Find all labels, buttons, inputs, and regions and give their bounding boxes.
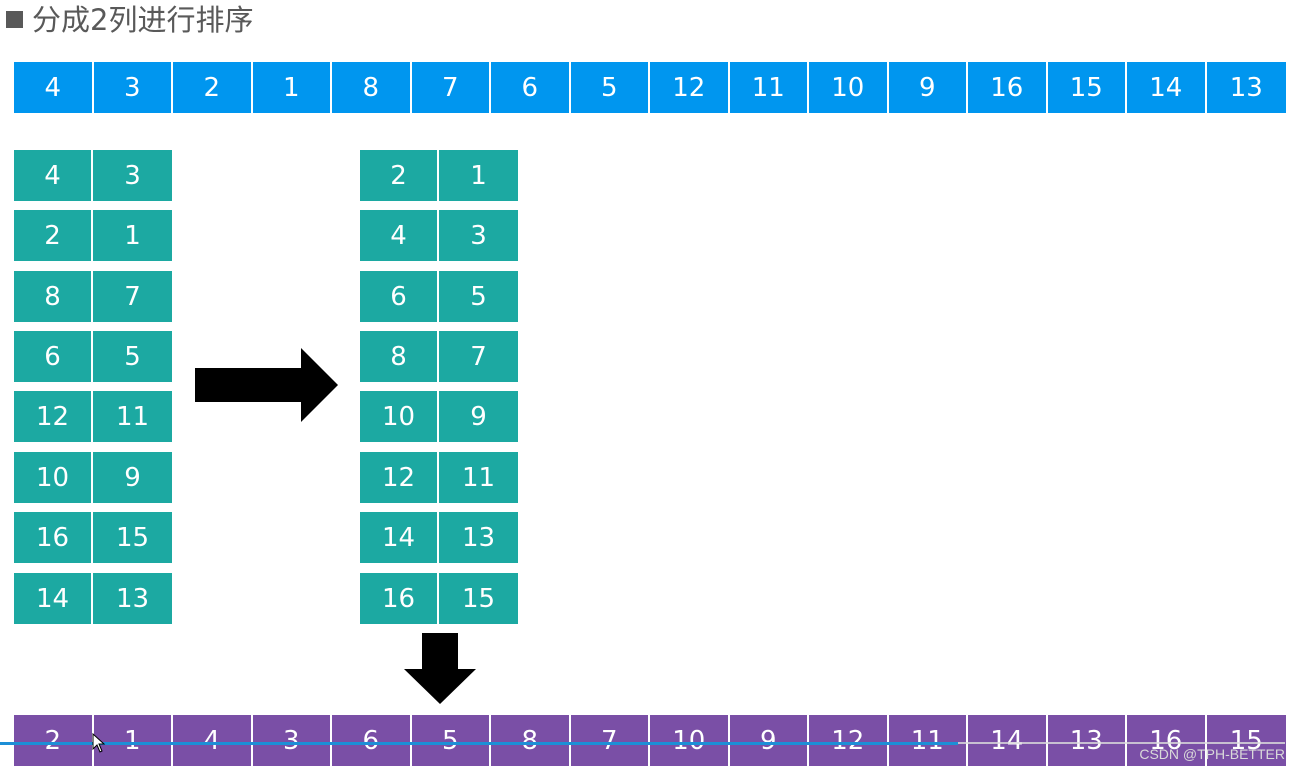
left-pair: 10 9 bbox=[14, 452, 172, 503]
right-pair: 4 3 bbox=[360, 210, 518, 261]
top-cell: 14 bbox=[1127, 62, 1207, 113]
top-cell: 4 bbox=[14, 62, 94, 113]
left-pair: 8 7 bbox=[14, 271, 172, 322]
right-pair: 6 5 bbox=[360, 271, 518, 322]
pair-cell: 12 bbox=[360, 452, 439, 503]
pair-cell: 8 bbox=[14, 271, 93, 322]
bottom-cell: 15 bbox=[1206, 715, 1286, 766]
pair-cell: 2 bbox=[360, 150, 439, 201]
left-pair: 16 15 bbox=[14, 512, 172, 563]
top-cell: 12 bbox=[650, 62, 730, 113]
left-pair: 4 3 bbox=[14, 150, 172, 201]
pair-cell: 9 bbox=[93, 452, 172, 503]
bottom-cell: 8 bbox=[491, 715, 571, 766]
bottom-cell: 5 bbox=[411, 715, 491, 766]
pair-cell: 5 bbox=[93, 331, 172, 382]
right-pair: 16 15 bbox=[360, 573, 518, 624]
bottom-cell: 11 bbox=[888, 715, 968, 766]
bottom-cell: 6 bbox=[332, 715, 412, 766]
right-pair: 2 1 bbox=[360, 150, 518, 201]
pair-cell: 5 bbox=[439, 271, 518, 322]
pair-cell: 16 bbox=[14, 512, 93, 563]
top-cell: 5 bbox=[570, 62, 650, 113]
pair-cell: 1 bbox=[439, 150, 518, 201]
top-cell: 13 bbox=[1206, 62, 1286, 113]
top-cell: 1 bbox=[252, 62, 332, 113]
bottom-cell: 13 bbox=[1047, 715, 1127, 766]
pair-cell: 15 bbox=[93, 512, 172, 563]
original-sequence-row: 4 3 2 1 8 7 6 5 12 11 10 9 16 15 14 13 bbox=[14, 62, 1286, 113]
top-cell: 2 bbox=[173, 62, 253, 113]
top-cell: 3 bbox=[93, 62, 173, 113]
bottom-cell: 9 bbox=[729, 715, 809, 766]
pair-cell: 16 bbox=[360, 573, 439, 624]
square-bullet-icon bbox=[6, 10, 23, 28]
top-cell: 11 bbox=[729, 62, 809, 113]
video-progress-track[interactable] bbox=[958, 742, 1285, 744]
merged-sequence-row: 2 1 4 3 6 5 8 7 10 9 12 11 14 13 16 15 bbox=[14, 715, 1286, 766]
right-pair: 10 9 bbox=[360, 391, 518, 442]
bottom-cell: 14 bbox=[968, 715, 1048, 766]
pair-cell: 3 bbox=[439, 210, 518, 261]
pair-cell: 13 bbox=[93, 573, 172, 624]
slide-title: 分成2列进行排序 bbox=[6, 0, 254, 37]
video-progress-bar[interactable] bbox=[0, 742, 958, 745]
pair-cell: 14 bbox=[14, 573, 93, 624]
right-pair: 8 7 bbox=[360, 331, 518, 382]
top-cell: 7 bbox=[411, 62, 491, 113]
pair-cell: 3 bbox=[93, 150, 172, 201]
pair-cell: 1 bbox=[93, 210, 172, 261]
top-cell: 10 bbox=[809, 62, 889, 113]
top-cell: 8 bbox=[332, 62, 412, 113]
pair-cell: 11 bbox=[93, 391, 172, 442]
pair-cell: 4 bbox=[14, 150, 93, 201]
pair-cell: 10 bbox=[360, 391, 439, 442]
bottom-cell: 1 bbox=[93, 715, 173, 766]
pair-cell: 7 bbox=[439, 331, 518, 382]
mouse-cursor-icon bbox=[92, 733, 106, 753]
right-pair: 12 11 bbox=[360, 452, 518, 503]
top-cell: 9 bbox=[888, 62, 968, 113]
top-cell: 6 bbox=[491, 62, 571, 113]
top-cell: 15 bbox=[1047, 62, 1127, 113]
bottom-cell: 4 bbox=[173, 715, 253, 766]
pair-cell: 8 bbox=[360, 331, 439, 382]
pair-cell: 7 bbox=[93, 271, 172, 322]
watermark-text: CSDN @TPH-BETTER bbox=[1139, 746, 1285, 762]
pair-cell: 4 bbox=[360, 210, 439, 261]
pair-cell: 6 bbox=[14, 331, 93, 382]
slide-title-text: 分成2列进行排序 bbox=[32, 3, 254, 37]
right-pair: 14 13 bbox=[360, 512, 518, 563]
left-pair: 14 13 bbox=[14, 573, 172, 624]
bottom-cell: 16 bbox=[1127, 715, 1207, 766]
pair-cell: 14 bbox=[360, 512, 439, 563]
left-pair: 12 11 bbox=[14, 391, 172, 442]
bottom-cell: 2 bbox=[14, 715, 94, 766]
pair-cell: 9 bbox=[439, 391, 518, 442]
bottom-cell: 3 bbox=[252, 715, 332, 766]
pair-cell: 15 bbox=[439, 573, 518, 624]
pair-cell: 13 bbox=[439, 512, 518, 563]
pair-cell: 11 bbox=[439, 452, 518, 503]
top-cell: 16 bbox=[968, 62, 1048, 113]
arrow-right-icon bbox=[195, 348, 338, 422]
left-pair: 6 5 bbox=[14, 331, 172, 382]
pair-cell: 6 bbox=[360, 271, 439, 322]
pair-cell: 12 bbox=[14, 391, 93, 442]
pair-cell: 2 bbox=[14, 210, 93, 261]
bottom-cell: 7 bbox=[570, 715, 650, 766]
bottom-cell: 12 bbox=[809, 715, 889, 766]
arrow-down-icon bbox=[404, 633, 476, 704]
left-pair: 2 1 bbox=[14, 210, 172, 261]
bottom-cell: 10 bbox=[650, 715, 730, 766]
pair-cell: 10 bbox=[14, 452, 93, 503]
